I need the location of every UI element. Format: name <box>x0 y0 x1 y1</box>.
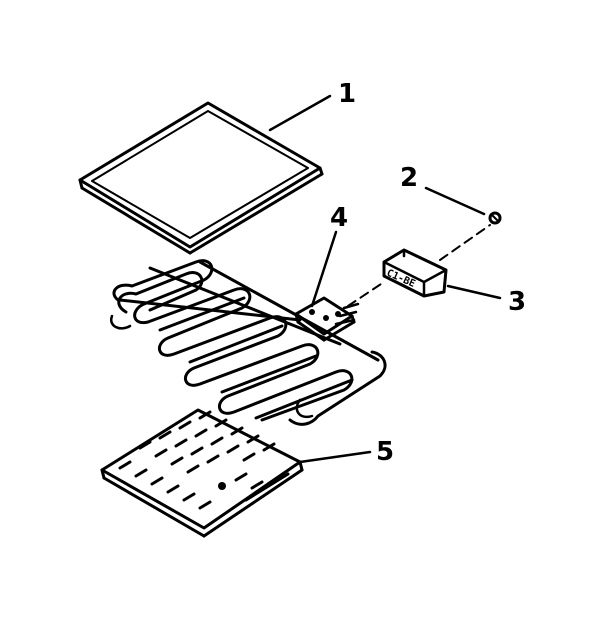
part-2-screw <box>488 211 502 225</box>
callout-labels: 1 2 3 4 5 <box>330 79 526 467</box>
callout-2: 2 <box>400 163 418 193</box>
part-1-filter-pad <box>78 101 324 255</box>
part-4-heating-element <box>109 259 387 426</box>
leader-lines <box>268 94 502 464</box>
callout-5: 5 <box>376 437 394 467</box>
part-5-reflector-pan <box>100 408 304 538</box>
part-3-terminal-block: C1-BE <box>382 248 448 298</box>
callout-3: 3 <box>508 287 526 317</box>
callout-1: 1 <box>338 79 356 109</box>
callout-4: 4 <box>330 203 348 233</box>
assembly-dashed-lines <box>347 224 491 307</box>
